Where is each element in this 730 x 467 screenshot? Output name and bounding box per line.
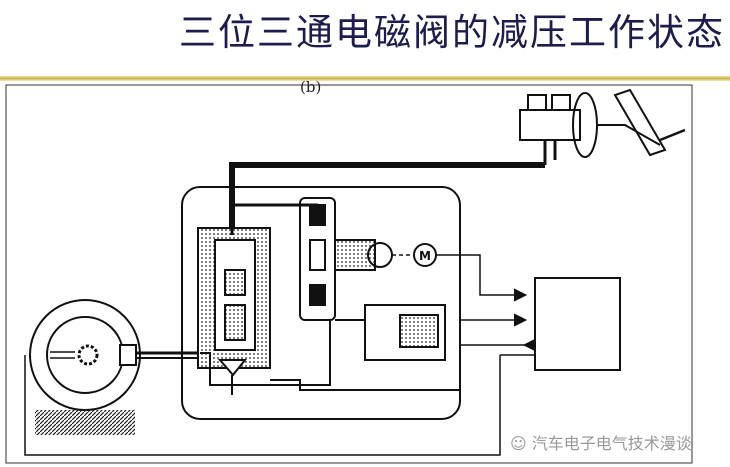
master-cylinder bbox=[519, 88, 686, 165]
abs-valve-diagram: M bbox=[5, 84, 693, 464]
wechat-icon: ☺ bbox=[510, 434, 527, 453]
diagram-frame bbox=[5, 84, 693, 464]
title-divider bbox=[0, 76, 730, 81]
watermark-text: 汽车电子电气技术漫谈 bbox=[531, 434, 692, 453]
motor-label: M bbox=[419, 249, 431, 263]
hydraulic-unit bbox=[181, 186, 461, 420]
wheel-cylinder bbox=[119, 344, 137, 366]
wheel bbox=[29, 299, 141, 411]
ecu bbox=[534, 277, 621, 371]
accumulator bbox=[335, 304, 446, 361]
return-pump bbox=[299, 197, 376, 321]
ground bbox=[35, 410, 135, 435]
slide-title: 三位三通电磁阀的减压工作状态 bbox=[179, 11, 725, 54]
subfigure-label: (b) bbox=[300, 78, 322, 96]
solenoid-valve bbox=[197, 227, 271, 395]
brake-line bbox=[229, 162, 545, 235]
sensor-rotor bbox=[77, 344, 99, 366]
watermark: ☺ 汽车电子电气技术漫谈 bbox=[510, 430, 692, 454]
